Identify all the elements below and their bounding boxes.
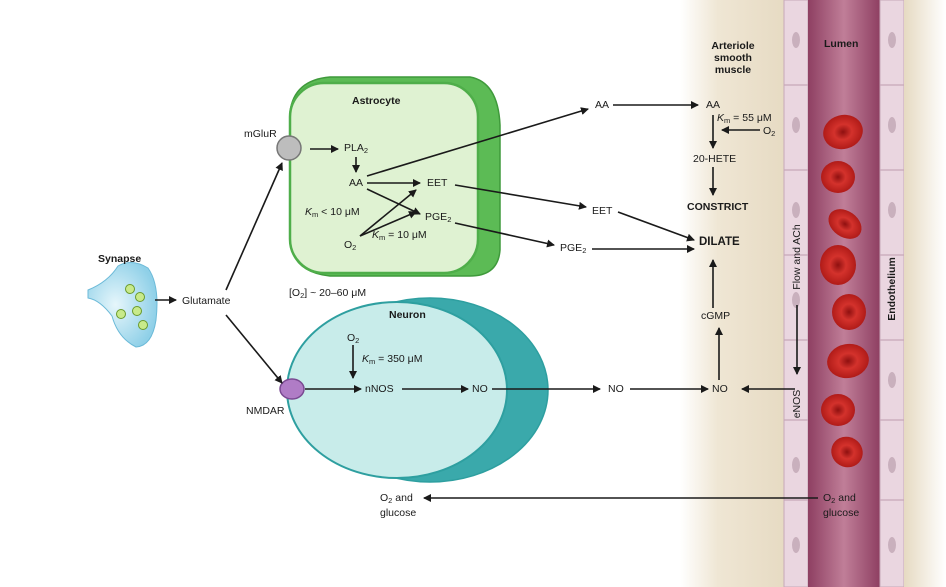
red-blood-cell (831, 436, 863, 468)
red-blood-cell (828, 209, 862, 239)
o2-neuron-label: O2 (347, 332, 360, 345)
no-mid-label: NO (608, 383, 624, 395)
neuron-label: Neuron (389, 309, 426, 321)
synapse-terminal (87, 262, 158, 348)
red-blood-cell (823, 114, 863, 150)
eet-mid-label: EET (592, 205, 613, 217)
pla2-label: PLA2 (344, 142, 369, 155)
astrocyte-label: Astrocyte (352, 95, 401, 107)
red-blood-cell (820, 245, 856, 285)
arteriole-wall (680, 0, 946, 587)
red-blood-cell (821, 161, 855, 193)
km55-label: Km = 55 μM (717, 112, 772, 125)
hete-label: 20-HETE (693, 153, 737, 165)
km10-label: Km = 10 μM (372, 229, 427, 242)
neuron-cell (286, 297, 549, 483)
constrict-label: CONSTRICT (687, 201, 749, 213)
no-vessel-label: NO (712, 383, 728, 395)
signal-arrows (155, 101, 818, 502)
nnos-label: nNOS (365, 383, 394, 395)
red-blood-cells (820, 114, 869, 468)
flow-ach-label: Flow and ACh (791, 224, 803, 290)
nmdar-label: NMDAR (246, 405, 285, 417)
lumen-label: Lumen (824, 38, 859, 50)
aa-vessel-label: AA (706, 99, 721, 111)
nmdar-receptor (279, 378, 305, 400)
cgmp-label: cGMP (701, 310, 731, 322)
o2-range-label: [O2] ~ 20–60 μM (289, 287, 367, 300)
km-lt10-label: Km < 10 μM (305, 206, 360, 219)
km350-label: Km = 350 μM (362, 353, 423, 366)
arteriole-title: Arteriole smooth muscle (711, 40, 755, 76)
pge2-astrocyte-label: PGE2 (425, 211, 452, 224)
astrocyte-cell (288, 76, 501, 277)
red-blood-cell (821, 394, 855, 426)
synapse-label: Synapse (98, 253, 142, 265)
pge2-mid-label: PGE2 (560, 242, 587, 255)
eet-astrocyte-label: EET (427, 177, 448, 189)
red-blood-cell (832, 294, 866, 330)
enos-label: eNOS (791, 389, 803, 419)
red-blood-cell (827, 343, 869, 379)
aa-mid-label: AA (595, 99, 610, 111)
mglur-receptor (276, 135, 302, 161)
o2-astrocyte-label: O2 (344, 239, 357, 252)
no-neuron-label: NO (472, 383, 488, 395)
glutamate-label: Glutamate (182, 295, 231, 307)
endothelium-label: Endothelium (886, 257, 898, 321)
o2-vessel-label: O2 (763, 125, 776, 138)
dilate-label: DILATE (699, 236, 740, 248)
mglur-label: mGluR (244, 128, 277, 140)
aa-astrocyte-label: AA (349, 177, 364, 189)
